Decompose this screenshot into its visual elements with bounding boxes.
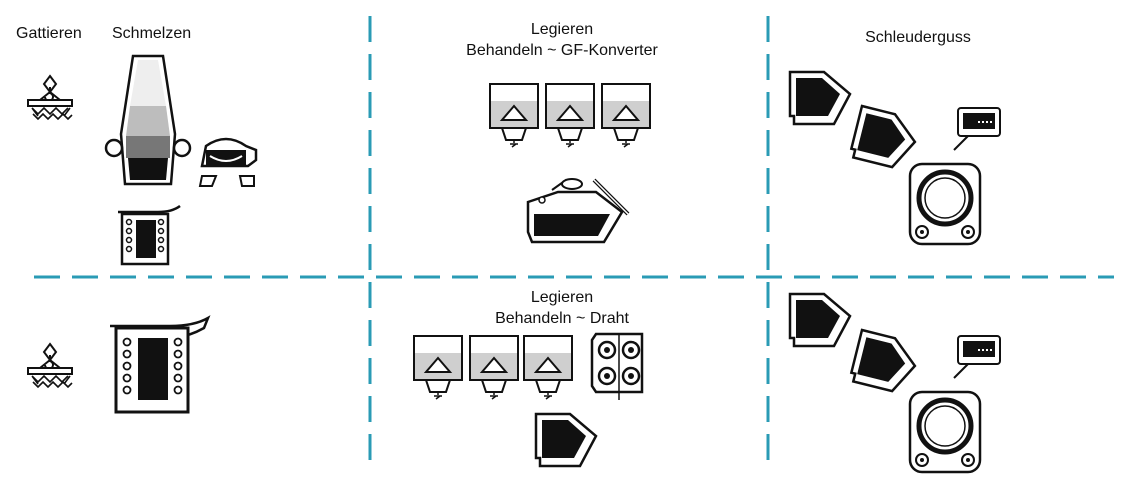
crane-charging-icon bbox=[27, 75, 73, 120]
crane-charging-bottom-icon bbox=[27, 343, 73, 388]
alloy-hopper-2-icon bbox=[545, 83, 595, 148]
alloy-hopper-5-icon bbox=[469, 335, 519, 400]
control-screen-top-icon bbox=[953, 107, 1001, 151]
induction-furnace-small-icon bbox=[118, 204, 181, 266]
wire-feeder-icon bbox=[590, 332, 644, 400]
ladle-1-icon bbox=[788, 70, 852, 126]
cupola-furnace-icon bbox=[104, 54, 192, 186]
holding-furnace-icon bbox=[198, 137, 258, 187]
ladle-2-icon bbox=[788, 292, 852, 348]
alloy-hopper-1-icon bbox=[489, 83, 539, 148]
ladle-tilted-icon bbox=[848, 104, 922, 173]
label-alloying-bottom: Legieren bbox=[530, 289, 594, 306]
label-treatment-wire: Behandeln ~ Draht bbox=[495, 310, 629, 327]
label-charging: Gattieren bbox=[16, 25, 82, 42]
control-screen-bottom-icon bbox=[953, 335, 1001, 379]
label-treatment-converter: Behandeln ~ GF-Konverter bbox=[466, 42, 658, 59]
alloy-hopper-3-icon bbox=[601, 83, 651, 148]
label-centrifugal-casting: Schleuderguss bbox=[865, 29, 971, 46]
centrifugal-caster-bottom-icon bbox=[910, 392, 980, 472]
label-melting: Schmelzen bbox=[112, 25, 192, 42]
ladle-treatment-icon bbox=[534, 412, 598, 468]
gf-converter-icon bbox=[526, 178, 630, 244]
induction-furnace-large-icon bbox=[110, 315, 211, 414]
alloy-hopper-6-icon bbox=[523, 335, 573, 400]
label-alloying-top: Legieren bbox=[530, 21, 594, 38]
alloy-hopper-4-icon bbox=[413, 335, 463, 400]
ladle-tilted-bottom-icon bbox=[848, 328, 922, 397]
centrifugal-caster-top-icon bbox=[910, 164, 980, 244]
